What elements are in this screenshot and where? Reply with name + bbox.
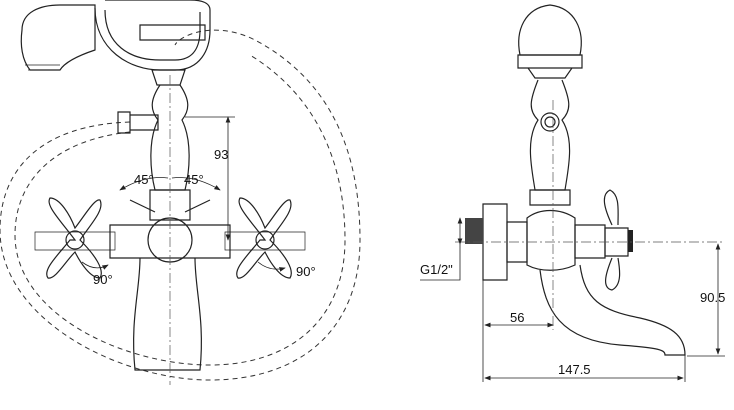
rotation-left-label: 90° [93, 272, 113, 287]
side-view [420, 4, 725, 382]
angle-right-label: 45° [184, 172, 204, 187]
side-hand-shower [517, 4, 583, 79]
dim-93-label: 93 [214, 147, 229, 162]
side-body [455, 100, 725, 356]
cross-handle-left [34, 197, 116, 279]
wall-flange [482, 203, 508, 281]
rotation-right-label: 90° [296, 264, 316, 279]
dim-147-5-label: 147.5 [558, 362, 591, 377]
cross-handle-right [224, 197, 306, 279]
hose [0, 29, 361, 381]
thread [465, 218, 483, 244]
dim-93-line [185, 116, 235, 241]
shower-cradle [94, 0, 211, 86]
front-view [0, 0, 361, 385]
hose-connector [540, 112, 560, 132]
side-dimensions [420, 217, 725, 382]
mixer-body [109, 75, 231, 385]
angle-left-label: 45° [134, 172, 154, 187]
hand-shower [20, 4, 96, 71]
angle-marks [81, 177, 286, 272]
side-column [529, 79, 571, 191]
dim-90-5-label: 90.5 [700, 290, 726, 305]
thread-label: G1/2" [420, 262, 453, 277]
dim-56-label: 56 [510, 310, 525, 325]
